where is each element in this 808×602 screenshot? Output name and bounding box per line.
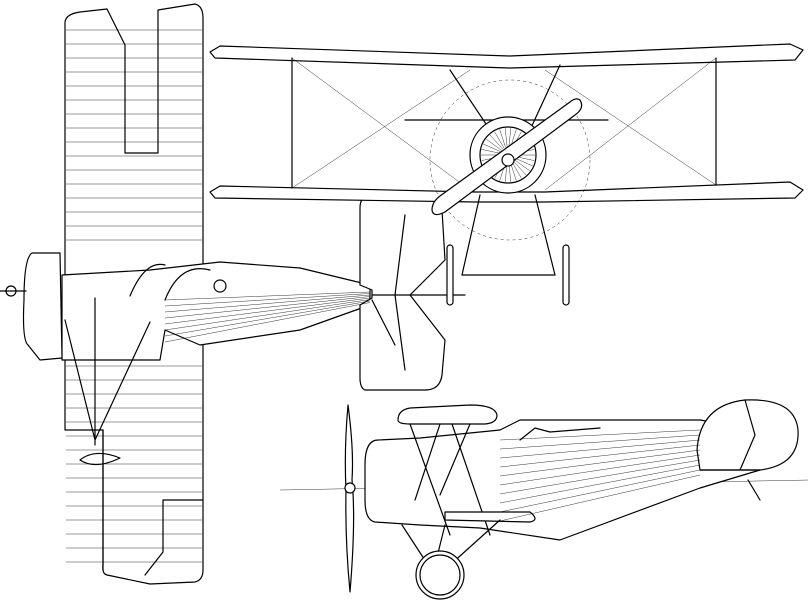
- fuselage-stringer: [164, 294, 371, 313]
- fuselage-stringer: [499, 444, 701, 468]
- front-view: [209, 43, 804, 306]
- front-engine-cylinders: [479, 126, 537, 184]
- plan-gun-ring: [213, 279, 227, 293]
- cylinder-fin: [486, 138, 502, 151]
- plan-wing-ribs: [66, 29, 202, 563]
- cylinder-fin: [511, 161, 522, 179]
- front-wheel-right: [562, 244, 570, 306]
- cylinder-fin: [489, 134, 503, 150]
- fuselage-stringer: [499, 434, 701, 450]
- cylinder-fin: [515, 158, 533, 167]
- side-prop-hub: [344, 482, 356, 494]
- front-upper-wing: [209, 43, 804, 69]
- side-wheel: [415, 550, 465, 600]
- front-interplane-struts: [291, 57, 717, 189]
- plan-tailplane: [359, 192, 446, 391]
- cylinder-fin: [504, 128, 508, 148]
- front-prop-hub: [501, 153, 515, 167]
- plan-cowling: [22, 252, 63, 361]
- side-propeller: [344, 404, 355, 593]
- cylinder-fin: [508, 128, 512, 148]
- front-bracing-wires: [291, 57, 717, 191]
- side-fin-rudder: [696, 399, 799, 471]
- side-wheel-rim: [419, 554, 461, 596]
- side-upper-wing: [397, 404, 498, 425]
- fuselage-stringer: [499, 449, 701, 477]
- fuselage-stringer: [164, 291, 371, 301]
- fuselage-stringer: [164, 296, 371, 319]
- front-wheel-left: [446, 244, 454, 306]
- plan-undercarriage: [64, 297, 151, 466]
- side-rudder-lines: [699, 399, 761, 501]
- side-lower-wing: [444, 511, 536, 523]
- plan-cockpit: [129, 263, 211, 301]
- side-interplane-struts: [409, 423, 491, 536]
- fuselage-stringer: [164, 302, 371, 343]
- fuselage-stringer: [164, 299, 371, 331]
- side-fuselage-stringers: [499, 429, 701, 522]
- front-prop-arc: [429, 79, 591, 241]
- plan-fuselage-stringers: [164, 291, 371, 343]
- plan-view: [0, 3, 466, 585]
- fuselage-stringer: [499, 469, 701, 513]
- side-machine-gun: [519, 427, 601, 441]
- cylinder-fin: [481, 149, 501, 154]
- fuselage-stringer: [499, 429, 701, 441]
- front-undercarriage: [461, 194, 556, 276]
- fuselage-stringer: [499, 439, 701, 459]
- cylinder-fin: [494, 131, 505, 149]
- fuselage-stringer: [499, 474, 701, 522]
- cylinder-fin: [499, 129, 506, 148]
- fuselage-stringer: [499, 459, 701, 495]
- fuselage-stringer: [164, 293, 371, 307]
- cylinder-fin: [513, 160, 527, 176]
- fuselage-stringer: [164, 300, 371, 337]
- plan-fuselage: [61, 261, 371, 361]
- fuselage-stringer: [499, 464, 701, 504]
- fuselage-stringer: [164, 297, 371, 325]
- side-view: [279, 399, 808, 600]
- cylinder-fin: [514, 159, 530, 172]
- fuselage-stringer: [499, 454, 701, 486]
- cylinder-fin: [483, 143, 501, 152]
